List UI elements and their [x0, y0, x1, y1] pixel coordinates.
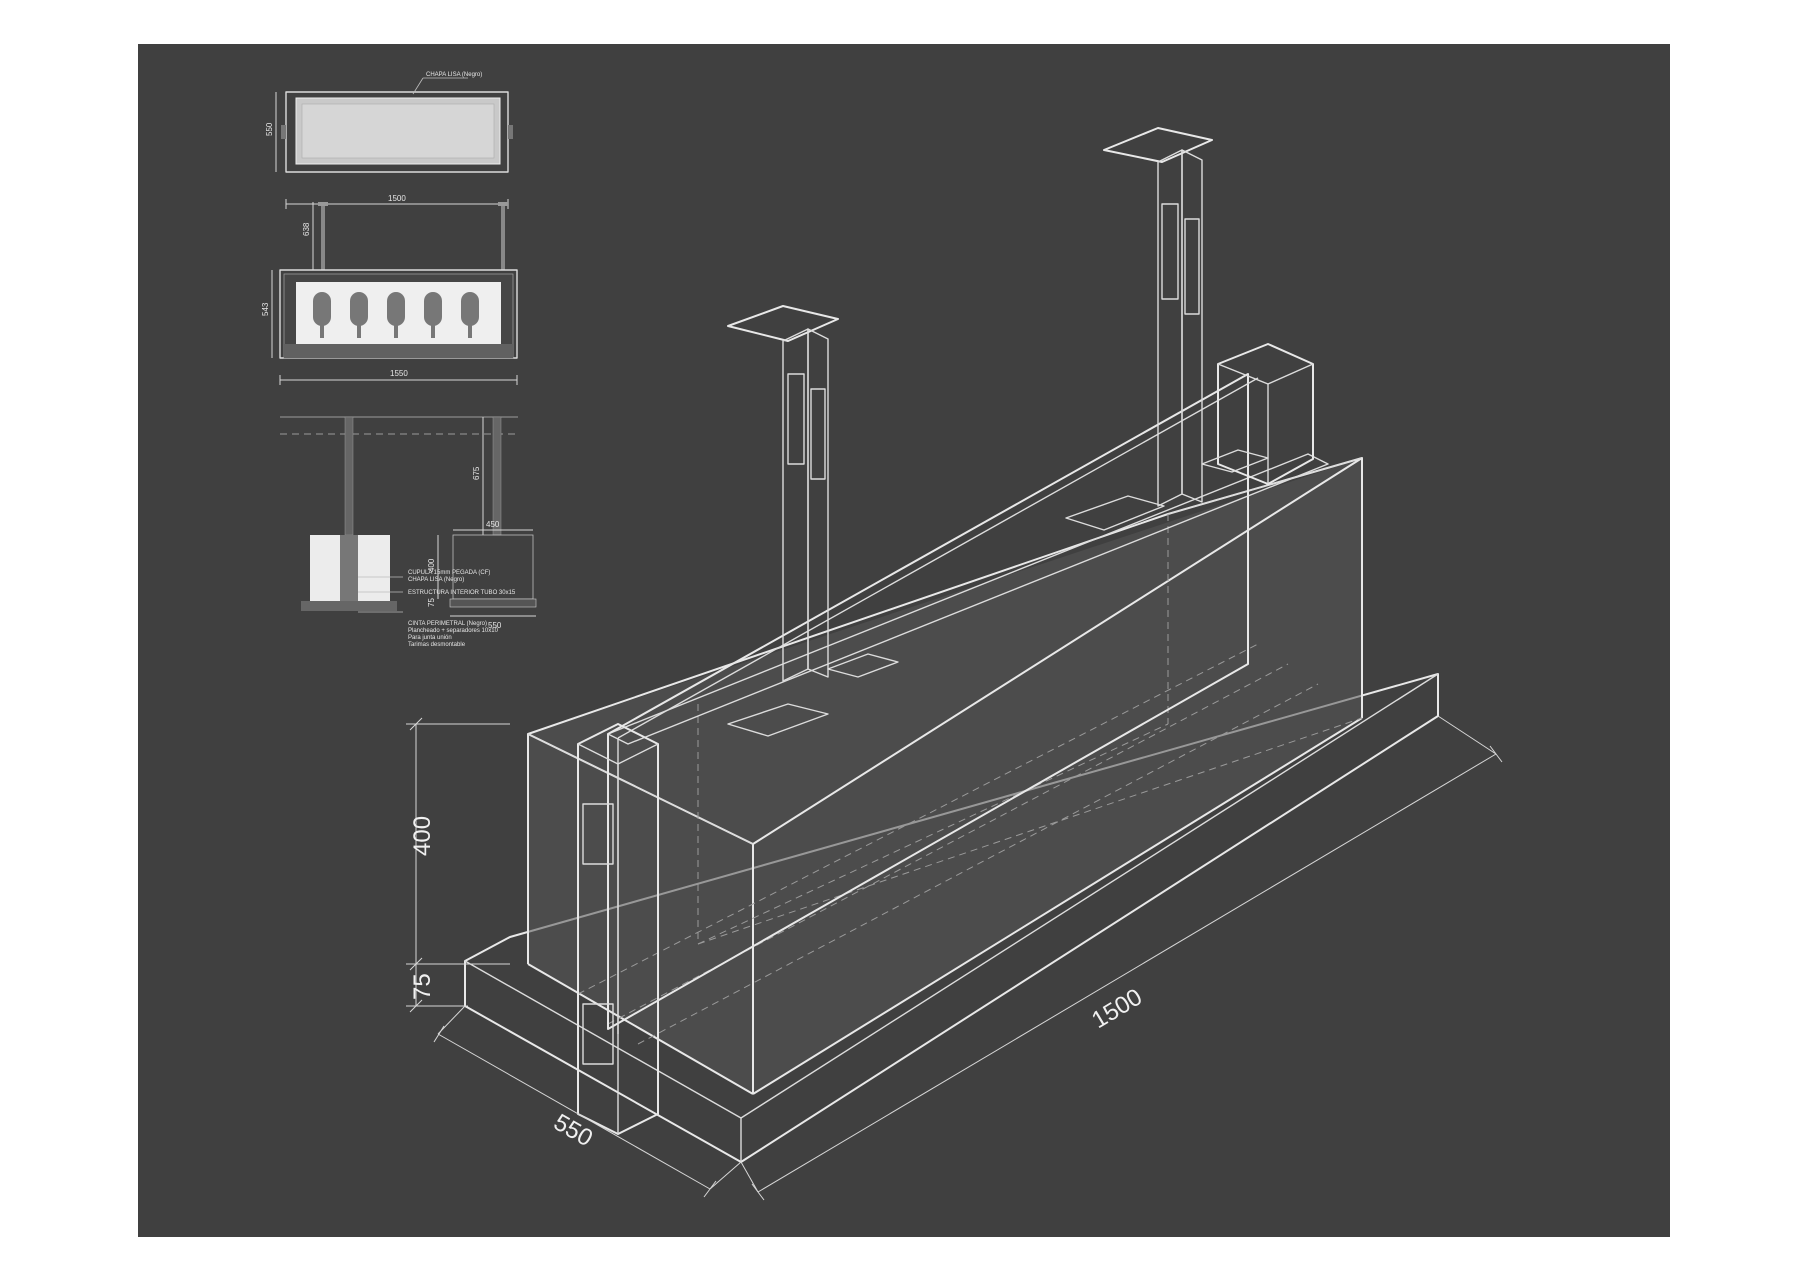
technical-drawing: CHAPA LISA (Negro) 1500 550 638 543 1550	[261, 72, 1503, 1201]
top-view-depth: 550	[265, 122, 274, 136]
side-view-detail: 675 450 400 75 550 CUPULA 15mm PEGADA (C…	[280, 416, 537, 648]
dimension-depth-label: 550	[549, 1109, 597, 1152]
side-view-note-2: CHAPA LISA (Negro)	[408, 577, 464, 583]
side-view-note-7: Tarimas desmontable	[408, 642, 466, 648]
hanging-rod-right	[1065, 127, 1269, 531]
top-view-width: 1500	[388, 194, 406, 203]
front-view-width: 1550	[390, 369, 408, 378]
drawing-sheet: CHAPA LISA (Negro) 1500 550 638 543 1550	[138, 44, 1670, 1237]
popsicle-icons	[313, 292, 479, 338]
side-view-bottom-width: 550	[488, 621, 502, 630]
side-view-rod-height: 675	[472, 466, 481, 480]
front-view-height: 543	[261, 302, 270, 316]
dimension-base: 75	[406, 964, 468, 1013]
hanging-rod-left	[727, 305, 899, 737]
front-view-detail: 638 543 1550	[261, 202, 518, 385]
side-view-note-4: CINTA PERIMETRAL (Negro)	[408, 621, 487, 627]
side-view-top-width: 450	[486, 520, 500, 529]
side-view-base: 75	[427, 598, 436, 607]
side-view-note-5: Plancheado + separadores 10x10	[408, 628, 499, 634]
front-view-rod-height: 638	[302, 222, 311, 236]
side-view-note-6: Para junta unión	[408, 635, 452, 641]
dimension-height-label: 400	[409, 816, 436, 856]
dimension-height: 400	[406, 717, 510, 971]
isometric-display-case: 400 75 550 1500	[406, 127, 1503, 1201]
top-view-detail: CHAPA LISA (Negro) 1500 550	[265, 72, 513, 209]
side-view-note-1: CUPULA 15mm PEGADA (CF)	[408, 570, 490, 576]
dimension-base-label: 75	[409, 973, 436, 1000]
glass-box	[528, 458, 1362, 1094]
side-view-height: 400	[427, 558, 436, 572]
top-view-note: CHAPA LISA (Negro)	[426, 72, 482, 78]
side-view-note-3: ESTRUCTURA INTERIOR TUBO 30x15	[408, 590, 516, 596]
